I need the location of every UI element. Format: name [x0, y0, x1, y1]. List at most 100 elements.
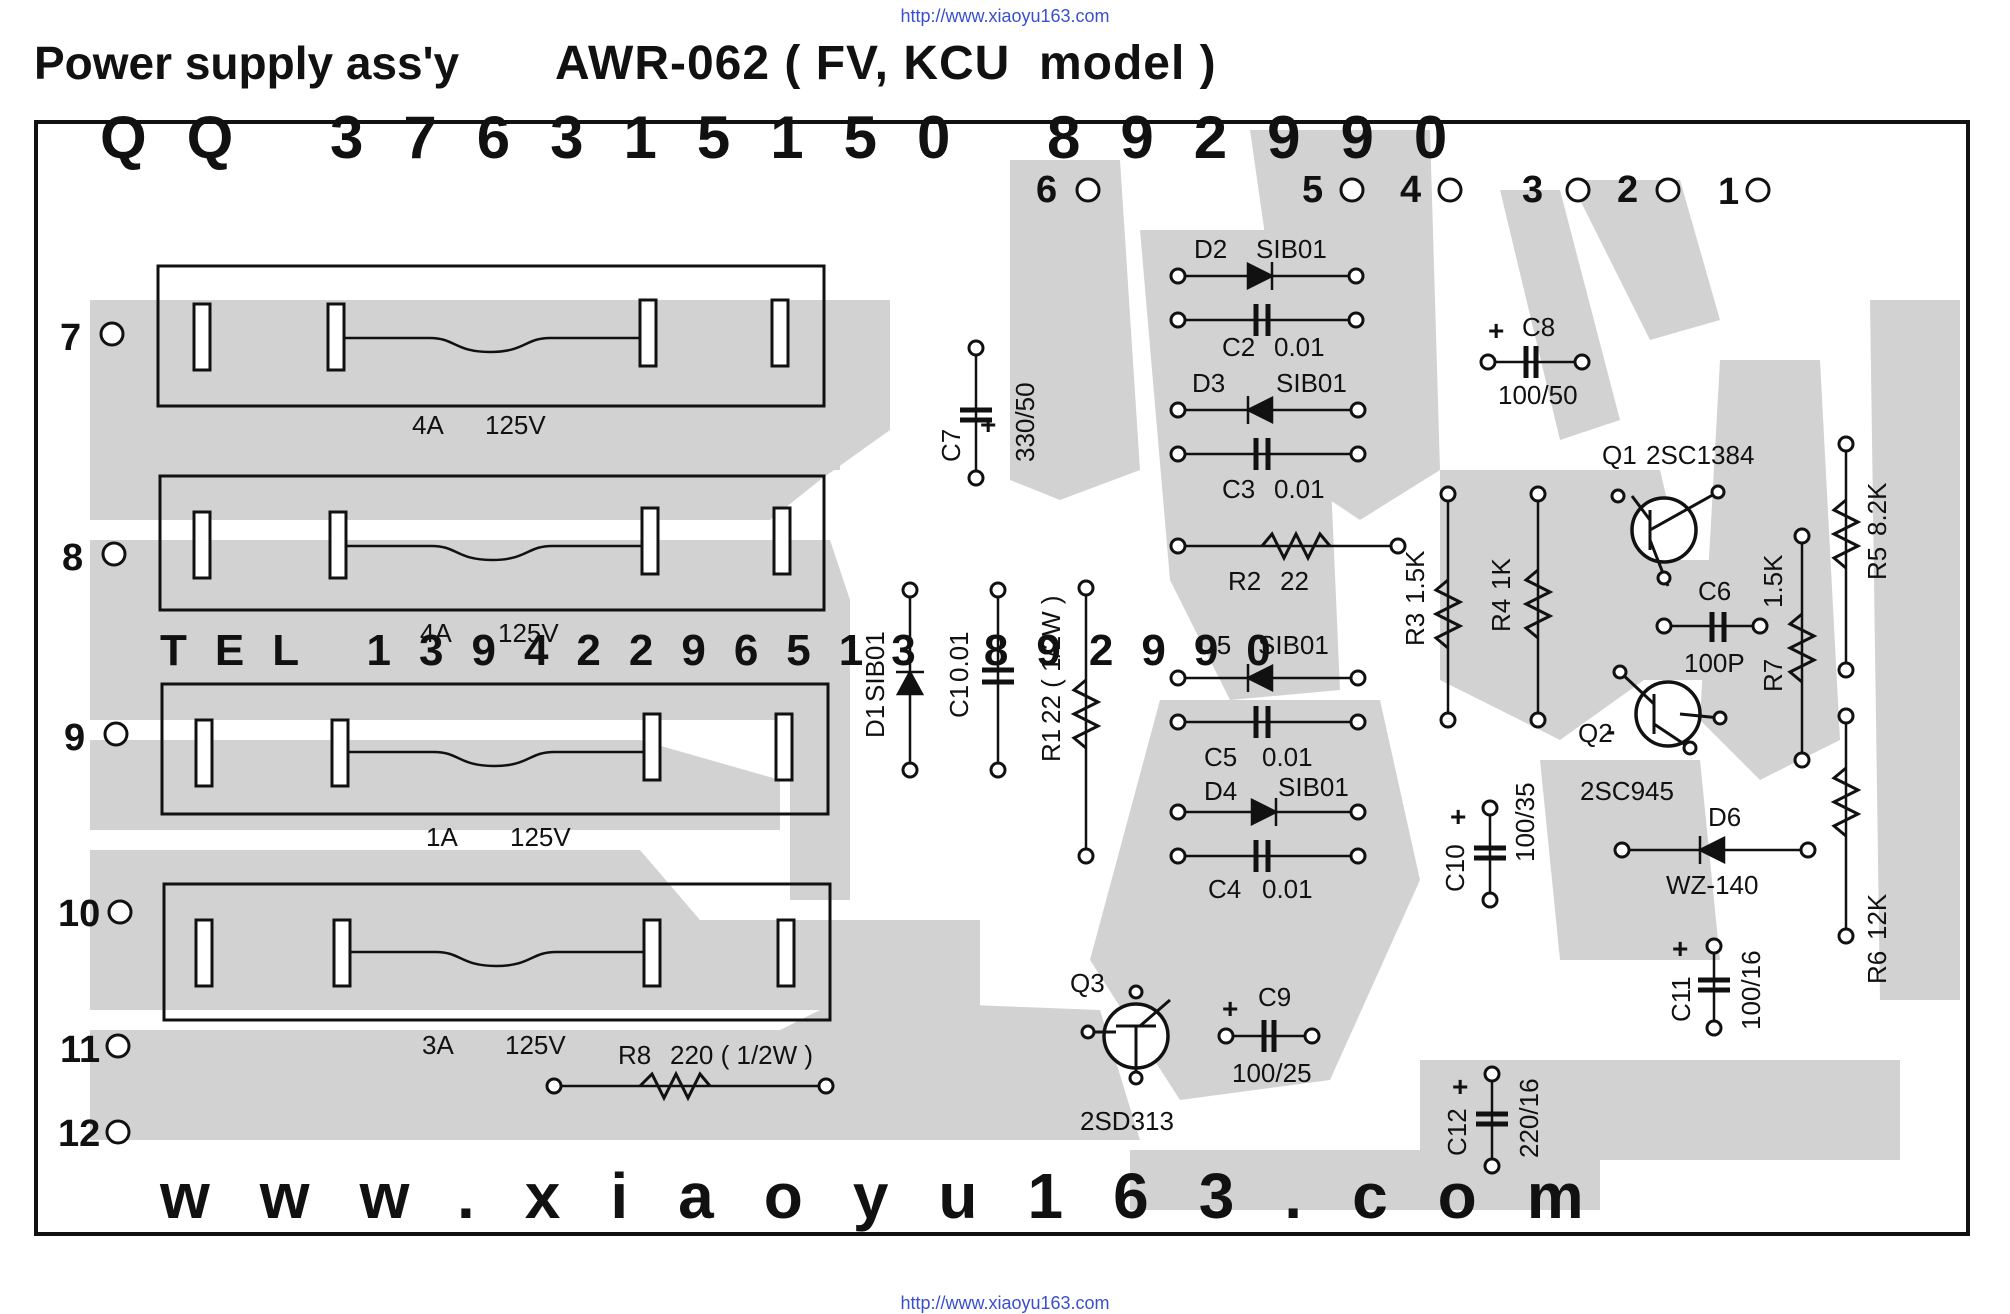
c8-ref: C8 — [1522, 312, 1555, 342]
c7-ref: C7 — [936, 429, 966, 462]
component-pads — [545, 267, 1855, 1175]
q2-body — [1634, 680, 1702, 748]
r1-zigzag — [1070, 678, 1102, 750]
d1-ref: D1 — [860, 705, 890, 738]
terminal-8-label: 8 — [62, 537, 83, 579]
r7-ref: R7 — [1758, 659, 1788, 692]
r8-ref: R8 — [618, 1040, 651, 1070]
assembly-title: Power supply ass'y — [34, 37, 460, 89]
c8-plus: + — [1488, 315, 1504, 346]
r3-value: 1.5K — [1400, 550, 1430, 604]
r2-value: 22 — [1280, 566, 1309, 596]
r7-value: 1.5K — [1758, 554, 1788, 608]
r1-ref: R1 — [1036, 729, 1066, 762]
r2-zigzag — [1260, 530, 1332, 562]
c11-plus: + — [1672, 933, 1688, 964]
source-url-bottom[interactable]: http://www.xiaoyu163.com — [900, 1293, 1110, 1313]
terminal-5-label: 5 — [1302, 169, 1323, 211]
r4-ref: R4 — [1486, 599, 1516, 632]
c12-ref: C12 — [1442, 1108, 1472, 1156]
fuse-holder-2 — [158, 474, 826, 612]
d4-value: SIB01 — [1278, 772, 1349, 802]
q3-ref: Q3 — [1070, 968, 1105, 998]
polarity-marks: + + + + + + - — [980, 315, 1688, 1102]
r8-zigzag — [638, 1070, 712, 1102]
d3-ref: D3 — [1192, 368, 1225, 398]
c4-ref: C4 — [1208, 874, 1241, 904]
d5-ref: D5 — [1198, 630, 1231, 660]
source-url-top[interactable]: http://www.xiaoyu163.com — [900, 6, 1110, 26]
r3-ref: R3 — [1400, 613, 1430, 646]
c2-ref: C2 — [1222, 332, 1255, 362]
watermark-qq: QQ 376315150 892990 — [100, 104, 1487, 171]
c5-value: 0.01 — [1262, 742, 1313, 772]
c10-value: 100/35 — [1510, 782, 1540, 862]
c7-value: 330/50 — [1010, 382, 1040, 462]
terminal-1-label: 1 — [1718, 171, 1739, 213]
terminal-10-label: 10 — [58, 893, 100, 935]
c11-value: 100/16 — [1736, 950, 1766, 1030]
fuse-1-amp: 4A — [412, 410, 444, 440]
c7-plus: + — [980, 409, 996, 440]
fuse-holder-1 — [156, 264, 826, 408]
fuse-4-amp: 3A — [422, 1030, 454, 1060]
r1-value: 22 ( 1/2W ) — [1036, 595, 1066, 724]
c3-value: 0.01 — [1274, 474, 1325, 504]
c5-ref: C5 — [1204, 742, 1237, 772]
r6-ref: R6 — [1862, 951, 1892, 984]
terminal-4-label: 4 — [1400, 169, 1421, 211]
fuse-holder-3 — [160, 682, 830, 816]
capacitor-symbols — [960, 304, 1730, 1127]
terminal-3-label: 3 — [1522, 169, 1543, 211]
c1-ref: C1 — [944, 685, 974, 718]
d1-value: SIB01 — [860, 631, 890, 702]
fuse-3-amp: 1A — [426, 822, 458, 852]
c9-value: 100/25 — [1232, 1058, 1312, 1088]
resistor-bodies — [638, 498, 1862, 1102]
terminal-pads — [99, 177, 1771, 1145]
fuse-2-amp: 4A — [420, 618, 452, 648]
fuse-3-volt: 125V — [510, 822, 571, 852]
terminals: 1 2 3 4 5 6 7 8 9 10 11 12 — [58, 169, 1739, 1155]
r6-value: 12K — [1862, 893, 1892, 940]
terminal-2-label: 2 — [1617, 169, 1638, 211]
model-title: AWR-062 ( FV, KCU model ) — [555, 37, 1217, 90]
c6-value: 100P — [1684, 648, 1745, 678]
q1-ref: Q1 — [1602, 440, 1637, 470]
watermark-www: www.xiaoyu163.com — [159, 1160, 1634, 1232]
c10-plus: + — [1450, 801, 1466, 832]
fuse-elements — [344, 336, 644, 968]
terminal-9-label: 9 — [64, 717, 85, 759]
c3-ref: C3 — [1222, 474, 1255, 504]
d2-ref: D2 — [1194, 234, 1227, 264]
copper-traces — [90, 130, 1960, 1210]
terminal-11-label: 11 — [60, 1029, 100, 1071]
fuse-4-volt: 125V — [505, 1030, 566, 1060]
terminal-6-label: 6 — [1036, 169, 1057, 211]
c11-ref: C11 — [1666, 976, 1696, 1022]
d4-ref: D4 — [1204, 776, 1237, 806]
fuse-holder-4 — [162, 882, 832, 1022]
c8-value: 100/50 — [1498, 380, 1578, 410]
r7-zigzag — [1786, 612, 1818, 684]
fuse-clips — [192, 298, 796, 988]
q2-value: 2SC945 — [1580, 776, 1674, 806]
c10-ref: C10 — [1440, 844, 1470, 892]
q1-value: 2SC1384 — [1646, 440, 1754, 470]
q3-value: 2SD313 — [1080, 1106, 1174, 1136]
c6-ref: C6 — [1698, 576, 1731, 606]
diode-symbols — [895, 261, 1726, 865]
r4-value: 1K — [1486, 558, 1516, 590]
watermark-tel: TEL 13942296513 892990 — [160, 626, 1299, 675]
c12-plus: + — [1452, 1071, 1468, 1102]
d2-value: SIB01 — [1256, 234, 1327, 264]
r5-ref: R5 — [1862, 547, 1892, 580]
d3-value: SIB01 — [1276, 368, 1347, 398]
c12-value: 220/16 — [1514, 1078, 1544, 1158]
r4-zigzag — [1522, 568, 1554, 640]
r2-ref: R2 — [1228, 566, 1261, 596]
r5-value: 8.2K — [1862, 482, 1892, 536]
fuse-2-volt: 125V — [498, 618, 559, 648]
terminal-12-label: 12 — [58, 1113, 100, 1155]
